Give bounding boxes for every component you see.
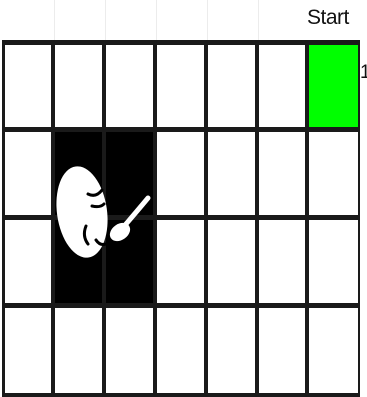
grid-cell[interactable] — [309, 132, 358, 215]
grid-cell[interactable] — [5, 45, 51, 127]
grid-cell[interactable] — [157, 308, 204, 393]
grid-cell[interactable] — [309, 220, 358, 303]
grid-cell[interactable] — [259, 308, 305, 393]
grid-cell[interactable] — [106, 308, 153, 393]
background-grid-line — [258, 0, 259, 40]
grid-cell[interactable] — [309, 308, 358, 393]
start-label: Start — [307, 6, 357, 30]
game-board — [2, 40, 360, 397]
grid-cell[interactable] — [208, 308, 255, 393]
grid-cell[interactable] — [208, 220, 255, 303]
grid-cell[interactable] — [259, 132, 305, 215]
grid-cell[interactable] — [157, 132, 204, 215]
grid-cell[interactable] — [259, 45, 305, 127]
picture-cell[interactable] — [106, 132, 153, 215]
grid-cell[interactable] — [208, 132, 255, 215]
grid-cell[interactable] — [5, 308, 51, 393]
background-grid-line — [105, 0, 106, 40]
picture-cell[interactable] — [55, 132, 102, 215]
grid-cell[interactable] — [157, 220, 204, 303]
grid-cell[interactable] — [55, 308, 102, 393]
grid-cell[interactable] — [259, 220, 305, 303]
start-cell[interactable] — [309, 45, 358, 127]
grid-cell[interactable] — [5, 132, 51, 215]
grid-cell[interactable] — [208, 45, 255, 127]
background-grid-line — [207, 0, 208, 40]
picture-cell[interactable] — [55, 220, 102, 303]
grid-cell[interactable] — [5, 220, 51, 303]
grid-cell[interactable] — [55, 45, 102, 127]
background-grid-line — [54, 0, 55, 40]
background-grid-line — [156, 0, 157, 40]
grid-cell[interactable] — [157, 45, 204, 127]
row-number-label: 1 — [360, 62, 367, 84]
picture-cell[interactable] — [106, 220, 153, 303]
grid-cell[interactable] — [106, 45, 153, 127]
